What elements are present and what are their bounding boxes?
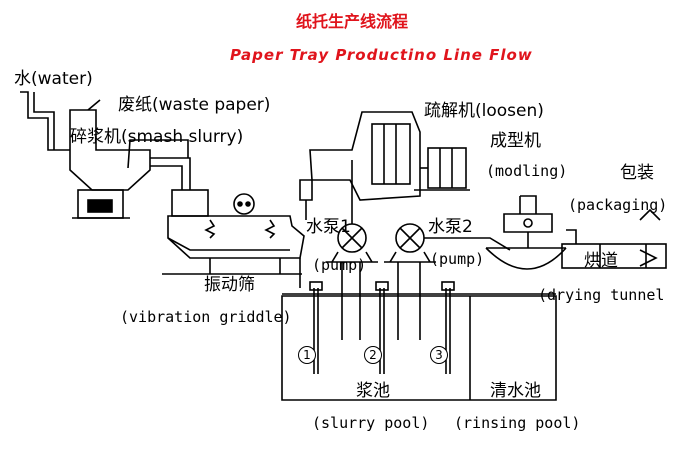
pump-1-label: 水泵1	[306, 217, 351, 237]
packaging-station	[639, 208, 661, 221]
packaging-label-zh: 包装	[620, 163, 654, 183]
drying-tunnel	[561, 229, 667, 269]
smash-slurry-label: 碎浆机(smash slurry)	[70, 127, 244, 147]
forming-machine-label: 成型机	[490, 131, 541, 151]
pulper-machine	[69, 99, 151, 219]
diagram-title-en: Paper Tray Productino Line Flow	[230, 46, 533, 64]
water-label: 水(water)	[14, 69, 93, 89]
vibration-griddle	[162, 189, 305, 288]
drying-tunnel-label-en: (drying tunnel	[538, 286, 665, 304]
vibration-griddle-label-zh: 振动筛	[204, 275, 255, 295]
water-inlet-pipe	[20, 91, 70, 151]
packaging-label-en: (packaging)	[568, 196, 668, 214]
diagram-title-zh: 纸托生产线流程	[296, 12, 409, 31]
rinsing-pool-label-zh: 清水池	[490, 381, 541, 401]
loosen-label: 疏解机(loosen)	[424, 101, 544, 121]
pump-2-en-label: (pump)	[430, 250, 485, 268]
drying-tunnel-label-zh: 烘道	[584, 251, 618, 271]
forming-machine	[485, 195, 567, 270]
pulper-to-griddle-pipe	[127, 139, 191, 190]
tank-1-number: 1	[298, 346, 316, 364]
slurry-pool-label-zh: 浆池	[356, 381, 390, 401]
loosen-machine	[299, 111, 470, 220]
pump-2-label: 水泵2	[428, 217, 473, 237]
slurry-pool-label-en: (slurry pool)	[312, 414, 430, 432]
tank-2-number: 2	[364, 346, 382, 364]
modling-label: (modling)	[486, 162, 568, 180]
rinsing-pool-label-en: (rinsing pool)	[454, 414, 581, 432]
tank-3-number: 3	[430, 346, 448, 364]
waste-paper-label: 废纸(waste paper)	[118, 95, 271, 115]
vibration-griddle-label-en: (vibration griddle)	[120, 308, 292, 326]
pump-1-en-label: (pump)	[312, 256, 367, 274]
pump-1	[326, 160, 378, 340]
pump-2	[384, 223, 511, 340]
